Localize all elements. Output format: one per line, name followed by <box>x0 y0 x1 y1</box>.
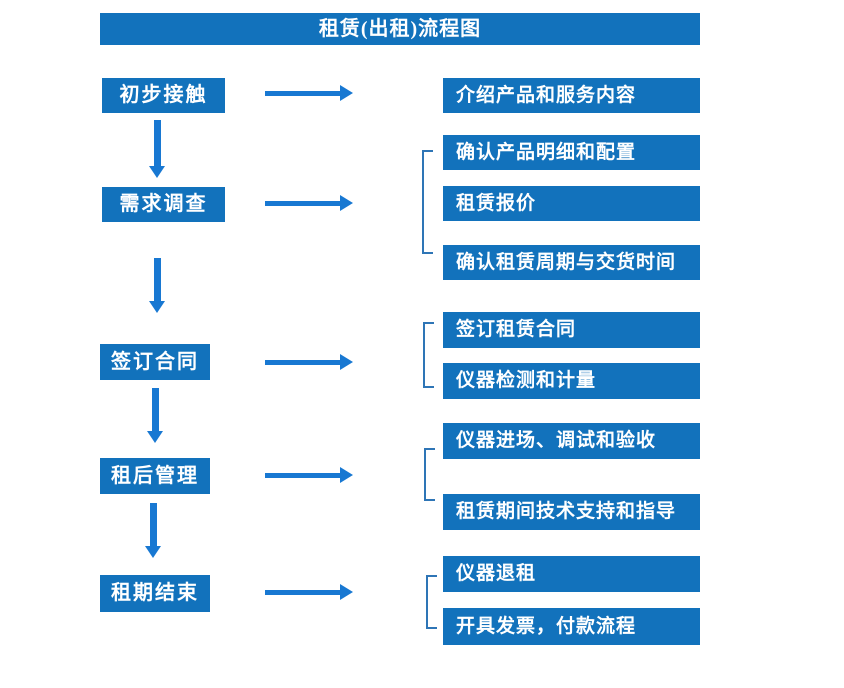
detail-box-introduce-products: 介绍产品和服务内容 <box>443 78 700 113</box>
bracket-demand-survey-group <box>422 150 433 254</box>
bracket-post-rental-group <box>424 448 435 501</box>
down-arrow-icon-3 <box>147 388 163 443</box>
stage-box-sign-contract: 签订合同 <box>100 344 210 380</box>
right-arrow-icon-5 <box>265 584 353 600</box>
right-arrow-icon-3 <box>265 354 353 370</box>
right-arrow-icon-2 <box>265 195 353 211</box>
detail-box-confirm-period-delivery: 确认租赁周期与交货时间 <box>443 245 700 280</box>
right-arrow-icon-4 <box>265 467 353 483</box>
down-arrow-icon-1 <box>149 120 165 178</box>
flowchart-title: 租赁(出租)流程图 <box>100 13 700 45</box>
stage-box-initial-contact: 初步接触 <box>102 78 225 113</box>
detail-box-instrument-testing: 仪器检测和计量 <box>443 363 700 399</box>
stage-box-rental-end: 租期结束 <box>100 575 210 612</box>
down-arrow-icon-4 <box>145 503 161 558</box>
stage-box-demand-survey: 需求调查 <box>102 187 225 222</box>
down-arrow-icon-2 <box>149 258 165 313</box>
stage-box-post-rental-management: 租后管理 <box>100 458 210 494</box>
detail-box-invoice-payment: 开具发票，付款流程 <box>443 608 700 645</box>
detail-box-sign-rental-contract: 签订租赁合同 <box>443 312 700 348</box>
detail-box-instrument-return: 仪器退租 <box>443 556 700 592</box>
right-arrow-icon-1 <box>265 85 353 101</box>
detail-box-confirm-product-config: 确认产品明细和配置 <box>443 135 700 170</box>
bracket-rental-end-group <box>426 575 437 629</box>
bracket-sign-contract-group <box>423 322 434 388</box>
detail-box-technical-support: 租赁期间技术支持和指导 <box>443 494 700 530</box>
detail-box-rental-quote: 租赁报价 <box>443 186 700 221</box>
detail-box-instrument-setup-acceptance: 仪器进场、调试和验收 <box>443 423 700 459</box>
